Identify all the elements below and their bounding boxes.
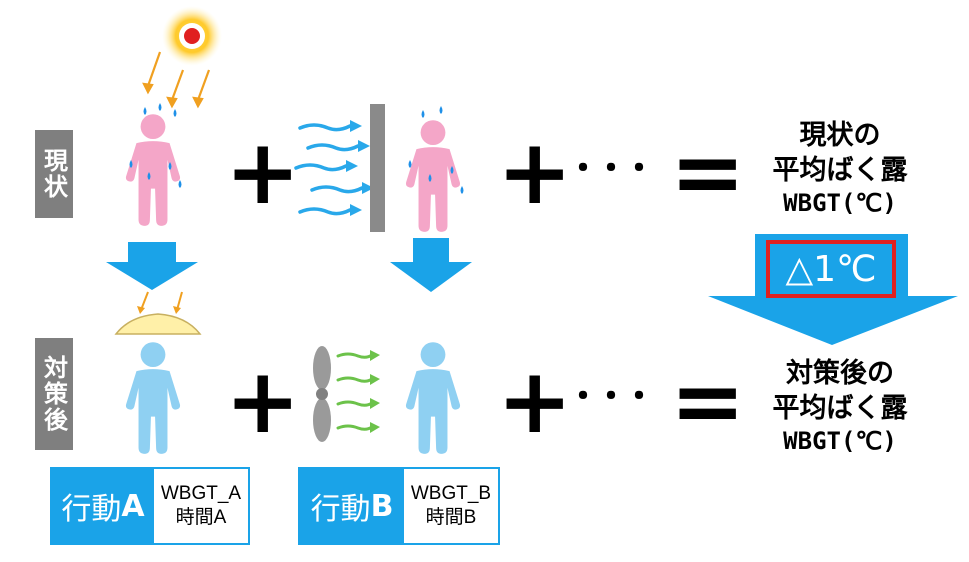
plus-operator: + [497,120,573,225]
wind-icon [294,120,374,216]
action-b-prefix: 行動 [310,492,371,527]
label-after: 対策後 [35,338,73,450]
plus-operator: + [225,349,301,454]
down-arrow-icon [106,238,472,292]
ellipsis-operator: ・・・ [566,377,656,417]
cool-person-icon [405,342,461,454]
label-after-text: 対策後 [39,355,68,433]
action-a-letter: A [121,488,145,524]
action-b-info: WBGT_B 時間B [404,469,498,543]
green-breeze-icon [336,350,380,433]
equals-operator: = [670,120,746,225]
wall-icon [370,104,385,232]
delta-box: △1℃ [766,240,896,298]
action-b-time: 時間B [425,507,477,528]
result-after-line2: 平均ばく露 [772,393,908,425]
sweating-person-icon [125,103,182,226]
result-after-line3: WBGT(℃) [783,427,897,456]
plus-operator: + [497,349,573,454]
sun-icon [162,6,222,66]
action-a-prefix: 行動 [61,492,122,527]
sweating-person-icon [405,106,464,232]
fan-icon [313,346,331,442]
label-current-text: 現状 [39,148,68,200]
action-b-wbgt: WBGT_B [410,483,492,505]
equals-operator: = [670,349,746,454]
parasol-icon [114,291,202,335]
result-current: 現状の 平均ばく露 WBGT(℃) [740,118,940,219]
action-a-wbgt: WBGT_A [160,483,242,505]
label-current: 現状 [35,130,73,218]
plus-operator: + [225,120,301,225]
result-current-line1: 現状の [799,120,881,151]
result-after: 対策後の 平均ばく露 WBGT(℃) [740,356,940,457]
delta-value: △1℃ [785,248,877,290]
action-a-info: WBGT_A 時間A [154,469,248,543]
action-b-letter: B [370,488,394,524]
sun-rays-icon [142,51,211,109]
action-a-time: 時間A [175,507,227,528]
ellipsis-operator: ・・・ [566,149,656,189]
result-after-line1: 対策後の [786,358,894,389]
result-current-line2: 平均ばく露 [772,155,908,187]
result-current-line3: WBGT(℃) [783,189,897,218]
cool-person-icon [125,342,181,454]
